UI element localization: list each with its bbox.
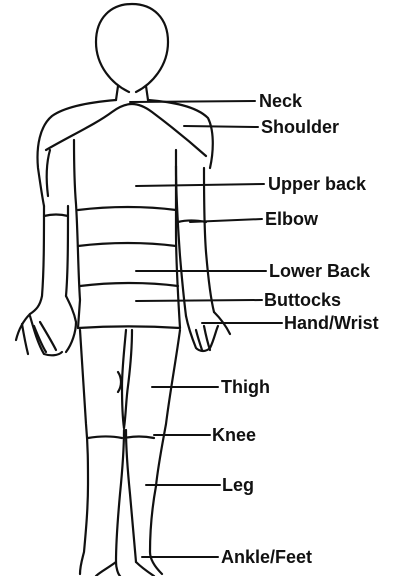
leader-shoulder: [184, 126, 258, 127]
leader-upper-back: [136, 184, 264, 186]
left-arm-outline: [16, 206, 76, 355]
label-shoulder: Shoulder: [261, 118, 339, 136]
leader-buttocks: [136, 300, 262, 301]
legs-outline: [80, 330, 180, 576]
shoulder-yoke: [38, 100, 213, 206]
label-hand-wrist: Hand/Wrist: [284, 314, 379, 332]
label-thigh: Thigh: [221, 378, 270, 396]
label-lower-back: Lower Back: [269, 262, 370, 280]
leader-lines: [130, 101, 282, 557]
label-buttocks: Buttocks: [264, 291, 341, 309]
label-upper-back: Upper back: [268, 175, 366, 193]
label-neck: Neck: [259, 92, 302, 110]
label-leg: Leg: [222, 476, 254, 494]
label-elbow: Elbow: [265, 210, 318, 228]
head-outline: [96, 4, 168, 100]
label-ankle-feet: Ankle/Feet: [221, 548, 312, 566]
label-knee: Knee: [212, 426, 256, 444]
leader-neck: [130, 101, 255, 102]
